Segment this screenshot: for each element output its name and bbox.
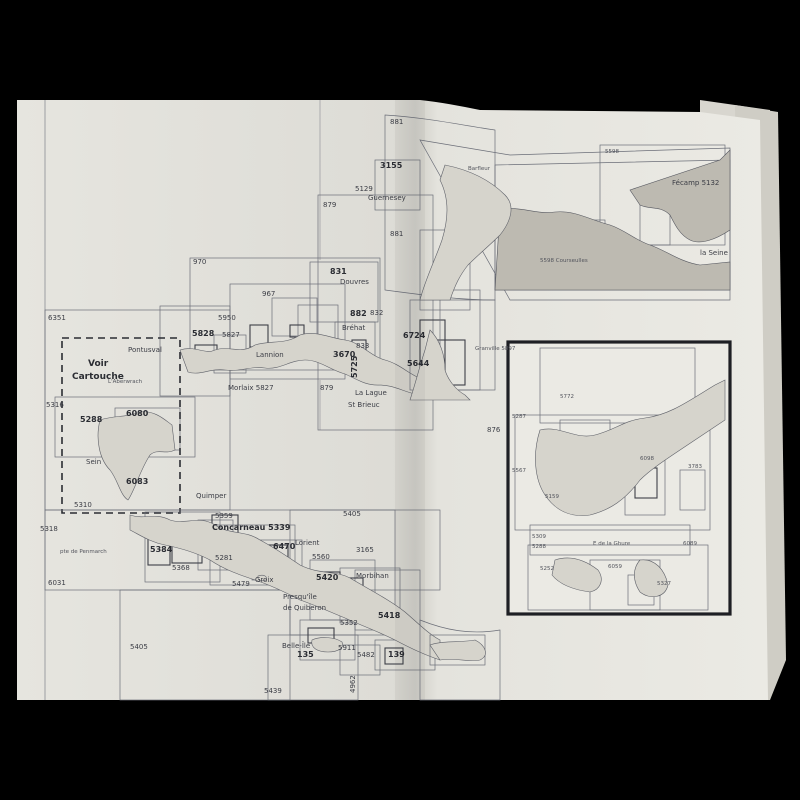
- chart-num: 6098: [640, 456, 654, 462]
- chart-num: 881: [390, 230, 403, 238]
- chart-num: 6470: [273, 542, 296, 551]
- place-label: Pontusval: [128, 346, 162, 354]
- place-label: Morbihan: [356, 572, 389, 580]
- chart-num: 6031: [48, 579, 66, 587]
- chart-num: 5288: [80, 415, 103, 424]
- chart-num: 5281: [215, 554, 233, 562]
- chart-num: 6724: [403, 331, 426, 340]
- chart-num: 5318: [40, 525, 58, 533]
- chart-num: 5405: [343, 510, 361, 518]
- chart-num: 5911: [338, 644, 356, 652]
- chart-num: 5418: [378, 611, 401, 620]
- place-label: St Brieuc: [348, 401, 380, 409]
- chart-num: 5772: [560, 394, 574, 400]
- cartouche-label-voir: Voir: [88, 359, 109, 369]
- chart-num: 5368: [172, 564, 190, 572]
- chart-num: 5327: [657, 581, 671, 587]
- chart-num: 881: [390, 118, 403, 126]
- chart-num: 5420: [316, 573, 339, 582]
- place-label: 5598 Courseulles: [540, 258, 588, 264]
- chart-num: 5252: [540, 566, 554, 572]
- place-label: Guernesey: [368, 194, 406, 202]
- chart-num: 5439: [264, 687, 282, 695]
- chart-num: 833: [356, 342, 369, 350]
- chart-num: 5479: [232, 580, 250, 588]
- place-label: Concarneau 5339: [212, 523, 291, 532]
- chart-num: 6080: [126, 409, 149, 418]
- chart-num: 5309: [532, 534, 546, 540]
- chart-num: 5310: [74, 501, 92, 509]
- chart-num: 3670: [333, 350, 356, 359]
- chart-num: 3783: [688, 464, 702, 470]
- place-label: E de la Ghure: [593, 541, 631, 547]
- chart-num: 5725: [350, 355, 359, 378]
- place-label: Groix: [255, 576, 274, 584]
- chart-num: 5560: [312, 553, 330, 561]
- chart-num: 5159: [545, 494, 559, 500]
- chart-num: 3165: [356, 546, 374, 554]
- map-labels: 881 879 881 5129 3155 Guernesey Barfleur…: [40, 118, 728, 695]
- place-label: de Quiberon: [283, 604, 326, 612]
- chart-num: 970: [193, 258, 206, 266]
- chart-num: 882: [350, 309, 367, 318]
- chart-num: 879: [323, 201, 336, 209]
- chart-num: 832: [370, 309, 383, 317]
- place-label: Barfleur: [468, 166, 491, 172]
- gutter-shadow: [395, 100, 425, 700]
- normandy-charts: [374, 114, 731, 401]
- place-label: Lannion: [256, 351, 284, 359]
- cartouche-label: Cartouche: [72, 372, 124, 382]
- inset-cartouche: [506, 340, 732, 616]
- chart-num: 5827: [222, 331, 240, 339]
- place-label: Belle-Île: [282, 641, 310, 650]
- chart-num: 6089: [683, 541, 697, 547]
- chart-num: 5384: [150, 545, 173, 554]
- chart-num: 5950: [218, 314, 236, 322]
- place-label: Presqu'île: [283, 593, 317, 601]
- chart-num: 876: [487, 426, 501, 434]
- chart-num: 4962: [349, 675, 357, 693]
- chart-num: 5316: [46, 401, 64, 409]
- chart-num: 831: [330, 267, 347, 276]
- chart-num: 5405: [130, 643, 148, 651]
- place-label: L'Aberwrach: [108, 379, 143, 385]
- lower-right-charts: [419, 619, 501, 701]
- chart-num: 5482: [357, 651, 375, 659]
- chart-num: 135: [297, 650, 314, 659]
- cartouche-outline: [61, 337, 181, 514]
- chart-num: 5644: [407, 359, 430, 368]
- place-label: Fécamp 5132: [672, 179, 719, 187]
- chart-num: 139: [388, 650, 405, 659]
- chart-num: 5288: [532, 544, 546, 550]
- place-label: Quimper: [196, 492, 226, 500]
- chart-num: 6083: [126, 477, 148, 486]
- chart-num: 6059: [608, 564, 622, 570]
- chart-num: 5287: [512, 414, 526, 420]
- place-label: pte de Penmarch: [60, 549, 107, 555]
- north-brittany-charts: [44, 194, 434, 514]
- chart-num: 879: [320, 384, 333, 392]
- place-label: Douvres: [340, 278, 369, 286]
- place-label: Sein: [86, 458, 101, 466]
- chart-num: 5598: [605, 149, 619, 155]
- chart-num: 5828: [192, 329, 215, 338]
- place-label: Lorient: [295, 539, 320, 547]
- chart-num: 6351: [48, 314, 66, 322]
- chart-num: 5567: [512, 468, 526, 474]
- chart-num: 3155: [380, 161, 403, 170]
- place-label: la Seine: [700, 249, 728, 257]
- chart-num: 5129: [355, 185, 373, 193]
- chart-num: 5352: [340, 619, 358, 627]
- place-label: Bréhat: [342, 324, 366, 332]
- chart-num: 967: [262, 290, 275, 298]
- place-label: La Lague: [355, 389, 387, 397]
- place-label: Granville 5897: [475, 346, 516, 352]
- place-label: Morlaix 5827: [228, 384, 274, 392]
- chart-num: 5359: [215, 512, 233, 520]
